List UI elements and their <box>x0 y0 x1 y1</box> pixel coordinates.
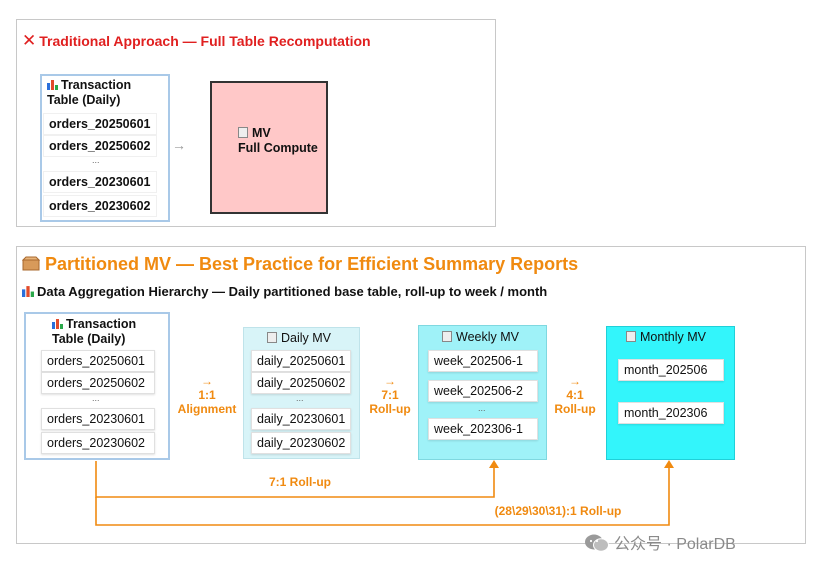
weekly-ellipsis: ... <box>478 403 486 413</box>
bar-chart-icon <box>47 80 58 90</box>
alignment-flow-label: → 1:1 Alignment <box>172 374 242 416</box>
transaction-table-top-title: Transaction Table (Daily) <box>47 78 131 108</box>
monthly-mv-title: Monthly MV <box>626 330 706 344</box>
orders-row-2: orders_20250602 <box>41 372 155 394</box>
table-title-line1: Transaction <box>66 317 137 331</box>
mv-label-line2: Full Compute <box>238 141 318 155</box>
top-row-ellipsis: ... <box>92 155 100 165</box>
weekly-rollup-ratio: 7:1 <box>381 388 399 402</box>
top-row-1: orders_20250601 <box>43 113 157 135</box>
weekly-rollup-flow-label: → 7:1 Roll-up <box>362 374 418 416</box>
document-icon <box>267 332 277 343</box>
monthly-mv-box <box>606 326 735 460</box>
orders-ellipsis: ... <box>92 393 100 403</box>
wechat-icon <box>585 534 609 552</box>
box-icon <box>21 256 41 271</box>
daily-mv-title: Daily MV <box>267 331 331 345</box>
monthly-row-1: month_202506 <box>618 359 724 381</box>
mv-full-compute-box <box>210 81 328 214</box>
monthly-rollup-ratio: 4:1 <box>566 388 584 402</box>
weekly-mv-title: Weekly MV <box>442 330 519 344</box>
top-row-4: orders_20230602 <box>43 195 157 217</box>
table-title-line2: Table (Daily) <box>47 93 121 107</box>
traditional-title-text: Traditional Approach — Full Table Recomp… <box>39 33 371 49</box>
document-icon <box>442 331 452 342</box>
daily-ellipsis: ... <box>296 393 304 403</box>
daily-row-2: daily_20250602 <box>251 372 351 394</box>
bar-chart-icon <box>22 286 34 297</box>
daily-mv-title-text: Daily MV <box>281 331 332 345</box>
red-x-icon: ✕ <box>22 31 37 50</box>
watermark: 公众号 · PolarDB <box>584 530 736 554</box>
top-row-2: orders_20250602 <box>43 135 157 157</box>
top-flow-arrow: → <box>172 137 186 153</box>
weekly-row-1: week_202506-1 <box>428 350 538 372</box>
orders-row-4: orders_20230602 <box>41 432 155 454</box>
partitioned-title: Partitioned MV — Best Practice for Effic… <box>21 254 579 275</box>
bar-chart-icon <box>52 319 63 329</box>
document-icon <box>626 331 636 342</box>
weekly-rollup-arrow: → <box>384 374 396 388</box>
alignment-text: Alignment <box>177 402 237 416</box>
hierarchy-subtitle: Data Aggregation Hierarchy — Daily parti… <box>22 284 547 299</box>
daily-row-1: daily_20250601 <box>251 350 351 372</box>
monthly-rollup-flow-label: → 4:1 Roll-up <box>547 374 603 416</box>
weekly-row-3: week_202306-1 <box>428 418 538 440</box>
monthly-rollup-text: Roll-up <box>554 402 596 416</box>
watermark-text: 公众号 · PolarDB <box>614 536 736 553</box>
monthly-mv-title-text: Monthly MV <box>640 330 706 344</box>
hierarchy-subtitle-text: Data Aggregation Hierarchy — Daily parti… <box>37 284 548 299</box>
skip-month-label: (28\29\30\31):1 Roll-up <box>494 504 622 518</box>
weekly-rollup-text: Roll-up <box>369 402 411 416</box>
mv-full-compute-label: MV Full Compute <box>238 126 318 156</box>
daily-row-4: daily_20230602 <box>251 432 351 454</box>
partitioned-title-text: Partitioned MV — Best Practice for Effic… <box>45 254 579 274</box>
table-title-line2: Table (Daily) <box>52 332 126 346</box>
monthly-row-2: month_202306 <box>618 402 724 424</box>
monthly-rollup-arrow: → <box>569 374 581 388</box>
traditional-title: ✕Traditional Approach — Full Table Recom… <box>22 31 371 51</box>
top-row-3: orders_20230601 <box>43 171 157 193</box>
weekly-row-2: week_202506-2 <box>428 380 538 402</box>
orders-row-3: orders_20230601 <box>41 408 155 430</box>
alignment-arrow: → <box>201 374 213 388</box>
transaction-table-bottom-title: Transaction Table (Daily) <box>52 317 136 347</box>
table-title-line1: Transaction <box>61 78 132 92</box>
document-icon <box>238 127 248 138</box>
weekly-mv-title-text: Weekly MV <box>456 330 519 344</box>
alignment-ratio: 1:1 <box>198 388 216 402</box>
orders-row-1: orders_20250601 <box>41 350 155 372</box>
mv-label-line1: MV <box>252 126 271 140</box>
skip-week-label: 7:1 Roll-up <box>269 475 331 489</box>
daily-row-3: daily_20230601 <box>251 408 351 430</box>
